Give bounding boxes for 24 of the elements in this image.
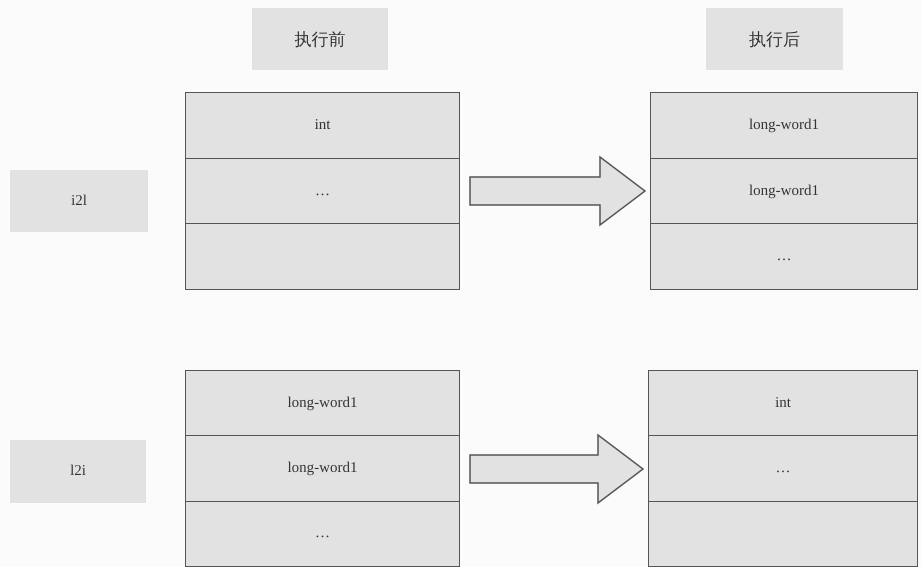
memory-stack: [185, 92, 460, 290]
memory-stack: [648, 370, 918, 567]
instruction-box: [10, 170, 148, 232]
label-text: long-word1: [288, 460, 358, 477]
header-box: [252, 8, 388, 70]
label-text: …: [776, 460, 790, 477]
header-box: [706, 8, 843, 70]
instruction-box: [10, 440, 146, 503]
label-text: int: [314, 116, 330, 134]
label-text: 执行前: [294, 28, 346, 50]
block-arrow: [469, 434, 644, 504]
memory-stack: [650, 92, 918, 290]
label-text: …: [776, 248, 792, 266]
label-text: int: [775, 394, 791, 412]
label-text: long-word1: [749, 182, 819, 200]
label-text: 执行后: [749, 28, 800, 50]
label-text: …: [315, 525, 330, 542]
label-text: long-word1: [288, 394, 358, 412]
memory-stack: [185, 370, 460, 567]
block-arrow: [469, 156, 646, 226]
label-text: i2l: [71, 192, 87, 210]
label-text: …: [315, 182, 330, 200]
label-text: long-word1: [749, 116, 819, 134]
label-text: l2i: [70, 463, 86, 480]
